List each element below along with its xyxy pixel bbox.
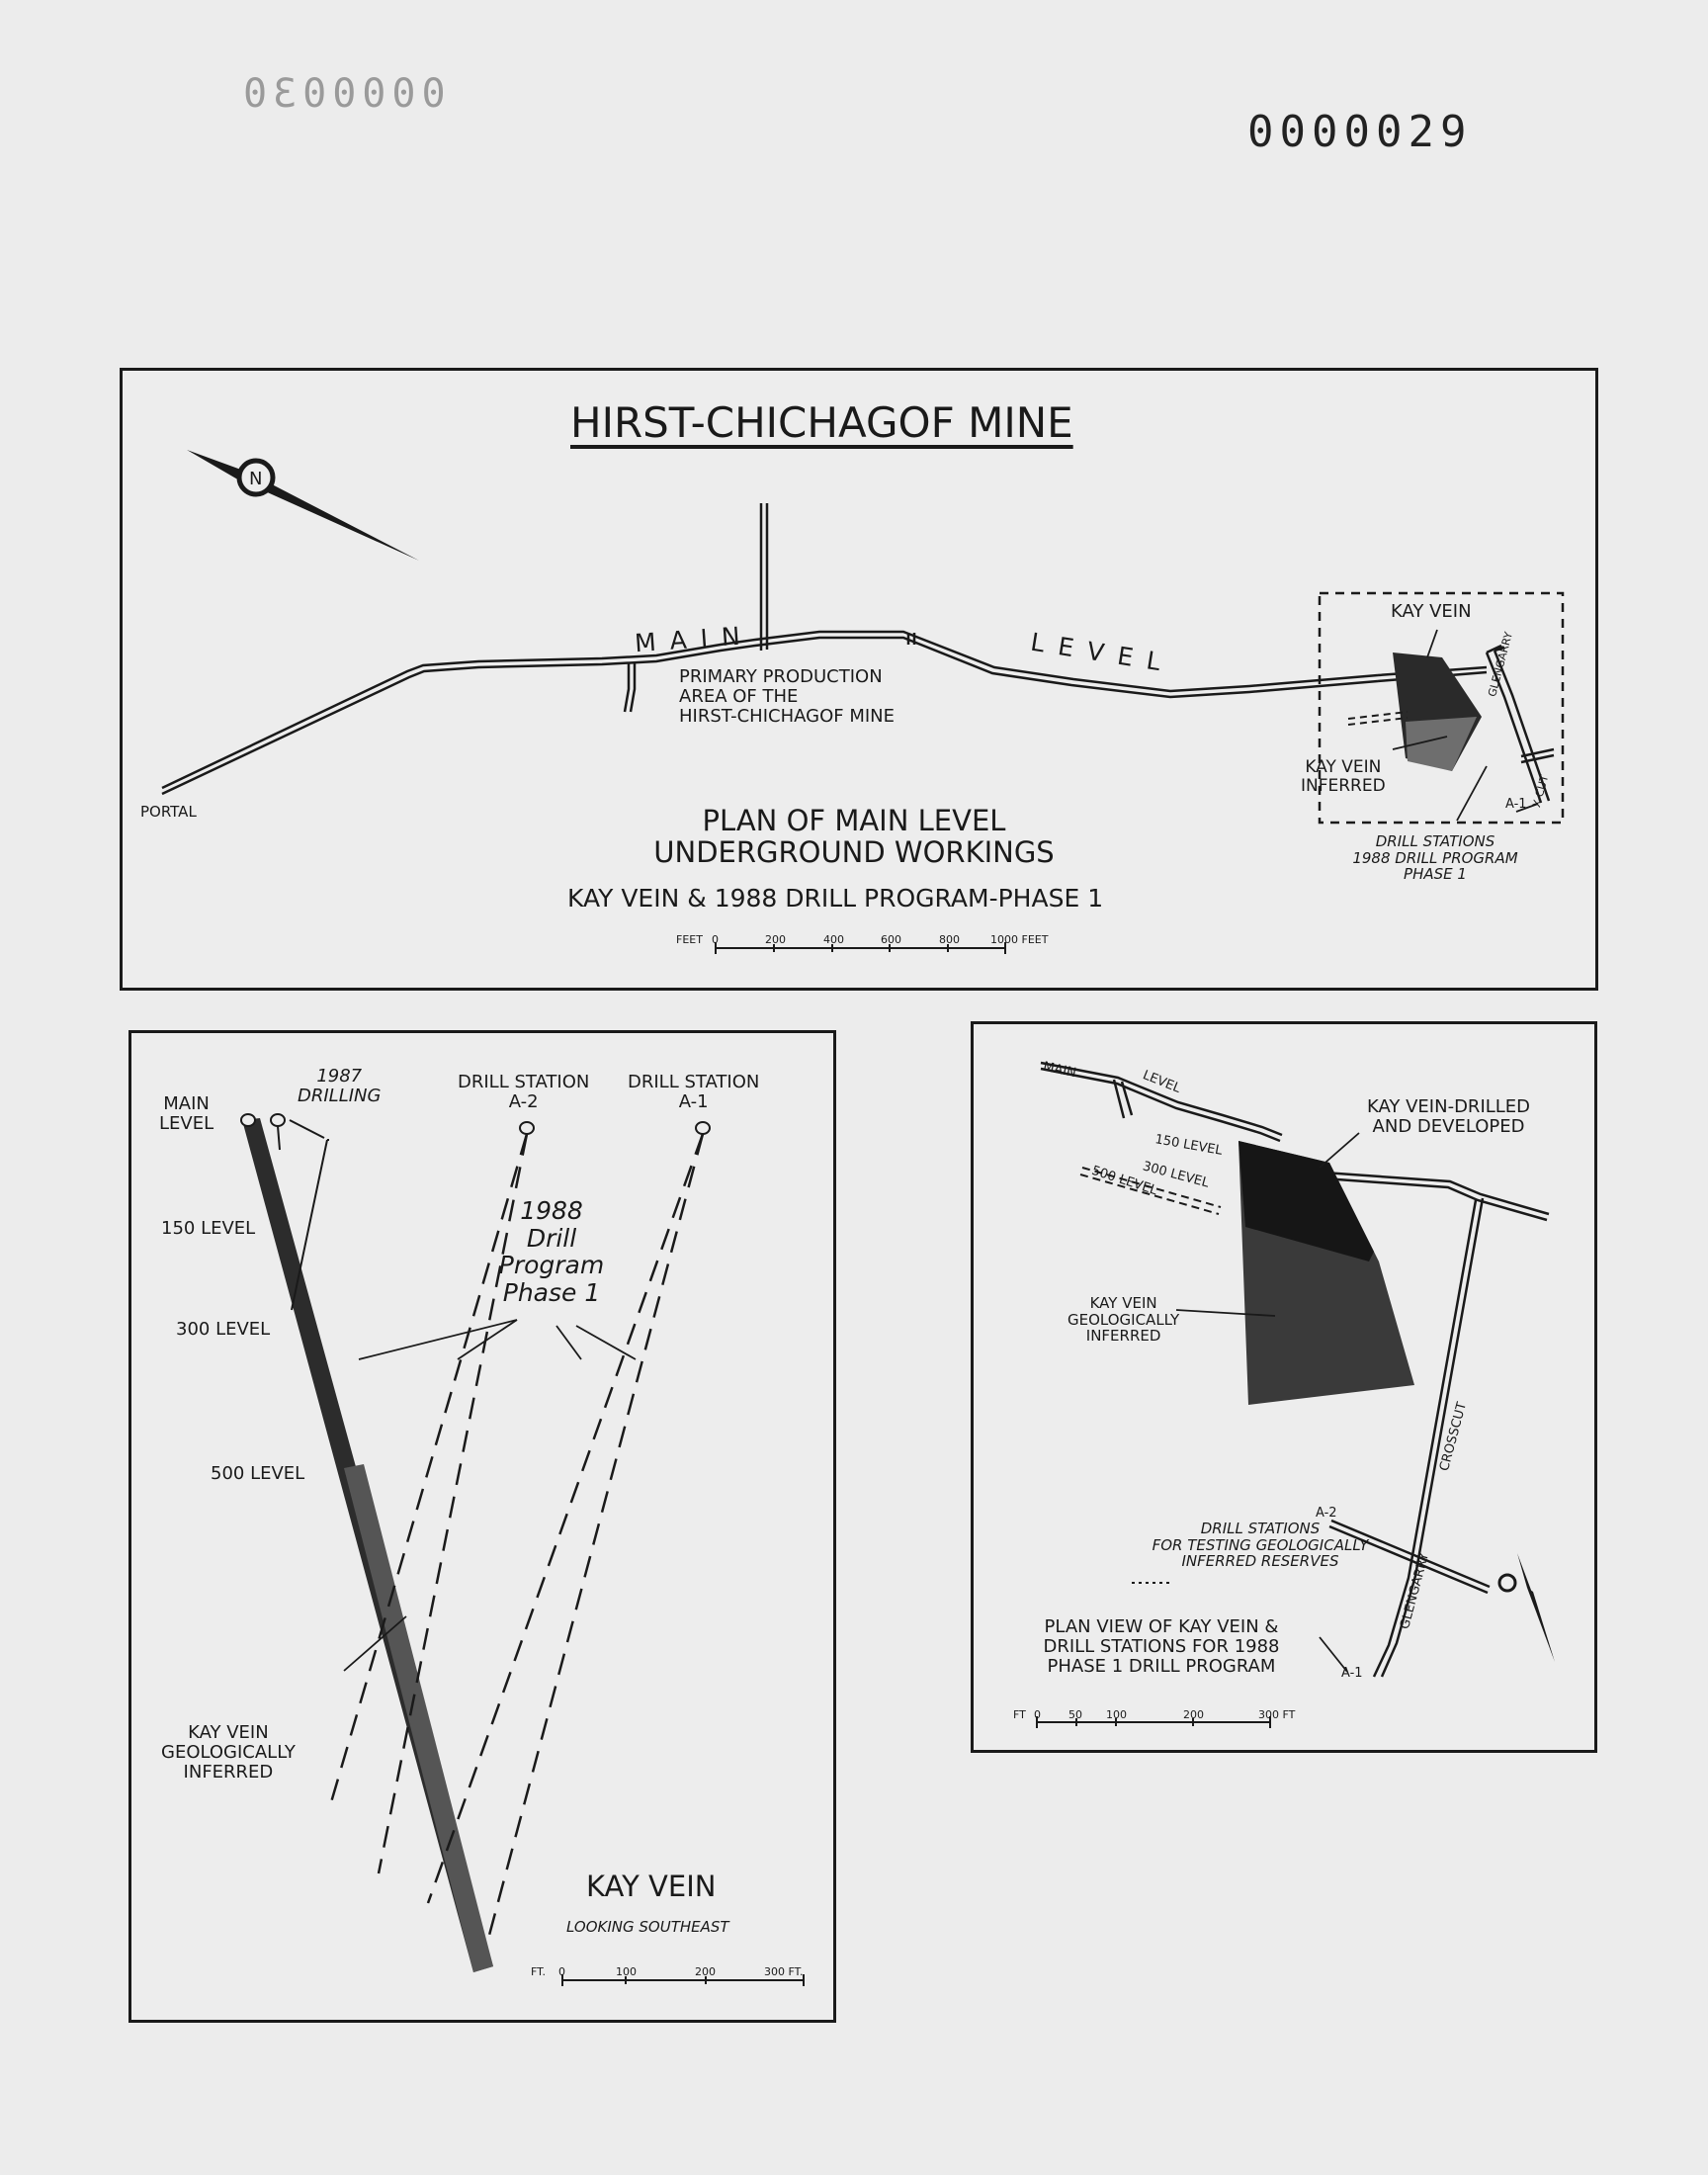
drilling-1987-label: 1987 DRILLING (298, 1066, 382, 1106)
kay-vein-inferred-label: KAY VEIN GEOLOGICALLY INFERRED (161, 1722, 296, 1783)
scale-tick: 1000 FEET (990, 933, 1049, 946)
section-title: KAY VEIN (586, 1870, 717, 1903)
kay-vein-inferred-label: KAY VEIN INFERRED (1301, 757, 1386, 796)
scale-tick: 100 (616, 1965, 637, 1978)
scale-tick: 50 (1068, 1708, 1082, 1721)
section-subtitle: LOOKING SOUTHEAST (566, 1918, 729, 1936)
kay-vein-inferred-label: KAY VEIN GEOLOGICALLY INFERRED (1068, 1294, 1180, 1345)
north-arrow-icon (1497, 1553, 1555, 1662)
kay-vein-section-drawing (240, 1113, 805, 1986)
scale-prefix: FT (1013, 1708, 1026, 1721)
main-level-tunnel (1040, 1061, 1550, 1678)
kay-vein-section-panel: MAIN LEVEL 1987 DRILLING DRILL STATION A… (128, 1030, 836, 2023)
scale-tick: 200 (695, 1965, 716, 1978)
document-number-faint: 0000030 (237, 71, 446, 117)
plan-main-level-panel: N (120, 368, 1598, 991)
scale-prefix: FEET (676, 933, 703, 946)
a1-label: A-1 (1505, 797, 1527, 812)
scale-bar-feet (715, 942, 1006, 954)
a2-label: A-2 (1316, 1506, 1337, 1521)
kay-vein-drilled-label: KAY VEIN-DRILLED AND DEVELOPED (1367, 1096, 1531, 1137)
primary-production-label: PRIMARY PRODUCTION AREA OF THE HIRST-CHI… (679, 666, 895, 727)
scale-tick: 300 FT (1258, 1708, 1296, 1721)
main-level-plan-drawing: N (161, 450, 1565, 954)
kay-vein-plan-view-panel: MAIN LEVEL 150 LEVEL 300 LEVEL 500 LEVEL… (971, 1021, 1597, 1753)
level-500-label: 500 LEVEL (211, 1463, 305, 1484)
main-level-tunnel (161, 503, 1555, 804)
drill-station-a1-label: DRILL STATION A-1 (628, 1072, 760, 1112)
portal-label: PORTAL (140, 803, 197, 821)
scale-tick: 0 (1034, 1708, 1041, 1721)
drill-stations-label: DRILL STATIONS 1988 DRILL PROGRAM PHASE … (1352, 832, 1518, 883)
scale-prefix: FT. (531, 1965, 547, 1978)
scale-tick: 400 (823, 933, 844, 946)
a1-label: A-1 (1341, 1666, 1363, 1681)
scale-tick: 0 (558, 1965, 565, 1978)
scale-tick: 800 (939, 933, 960, 946)
kay-vein-inferred-band (344, 1464, 493, 1972)
plan-subtitle: PLAN OF MAIN LEVEL UNDERGROUND WORKINGS (653, 804, 1055, 869)
drill-program-1988-label: 1988 Drill Program Phase 1 (498, 1196, 605, 1307)
scale-bar-feet (561, 1974, 805, 1986)
scale-tick: 200 (765, 933, 786, 946)
scale-tick: 200 (1183, 1708, 1204, 1721)
plan-view-title: PLAN VIEW OF KAY VEIN & DRILL STATIONS F… (1043, 1616, 1280, 1677)
map-title: HIRST-CHICHAGOF MINE (570, 398, 1073, 447)
document-number: 0000029 (1247, 107, 1473, 157)
main-level-label: MAIN LEVEL (159, 1093, 214, 1134)
level-300-label: 300 LEVEL (176, 1319, 271, 1340)
plan-subtitle-2: KAY VEIN & 1988 DRILL PROGRAM-PHASE 1 (567, 884, 1104, 913)
drill-station-a2-label: DRILL STATION A-2 (458, 1072, 590, 1112)
scale-tick: 600 (881, 933, 901, 946)
kay-vein-label: KAY VEIN (1391, 601, 1472, 622)
scale-tick: 0 (712, 933, 719, 946)
level-150-label: 150 LEVEL (161, 1218, 256, 1239)
drill-stations-label: DRILL STATIONS FOR TESTING GEOLOGICALLY … (1152, 1520, 1369, 1570)
scale-bar-feet (1036, 1716, 1271, 1728)
scale-tick: 100 (1106, 1708, 1127, 1721)
north-arrow-icon: N (187, 450, 419, 561)
scale-tick: 300 FT. (764, 1965, 804, 1978)
svg-text:N: N (249, 469, 262, 489)
kay-vein-plan-drawing (1036, 1061, 1555, 1728)
